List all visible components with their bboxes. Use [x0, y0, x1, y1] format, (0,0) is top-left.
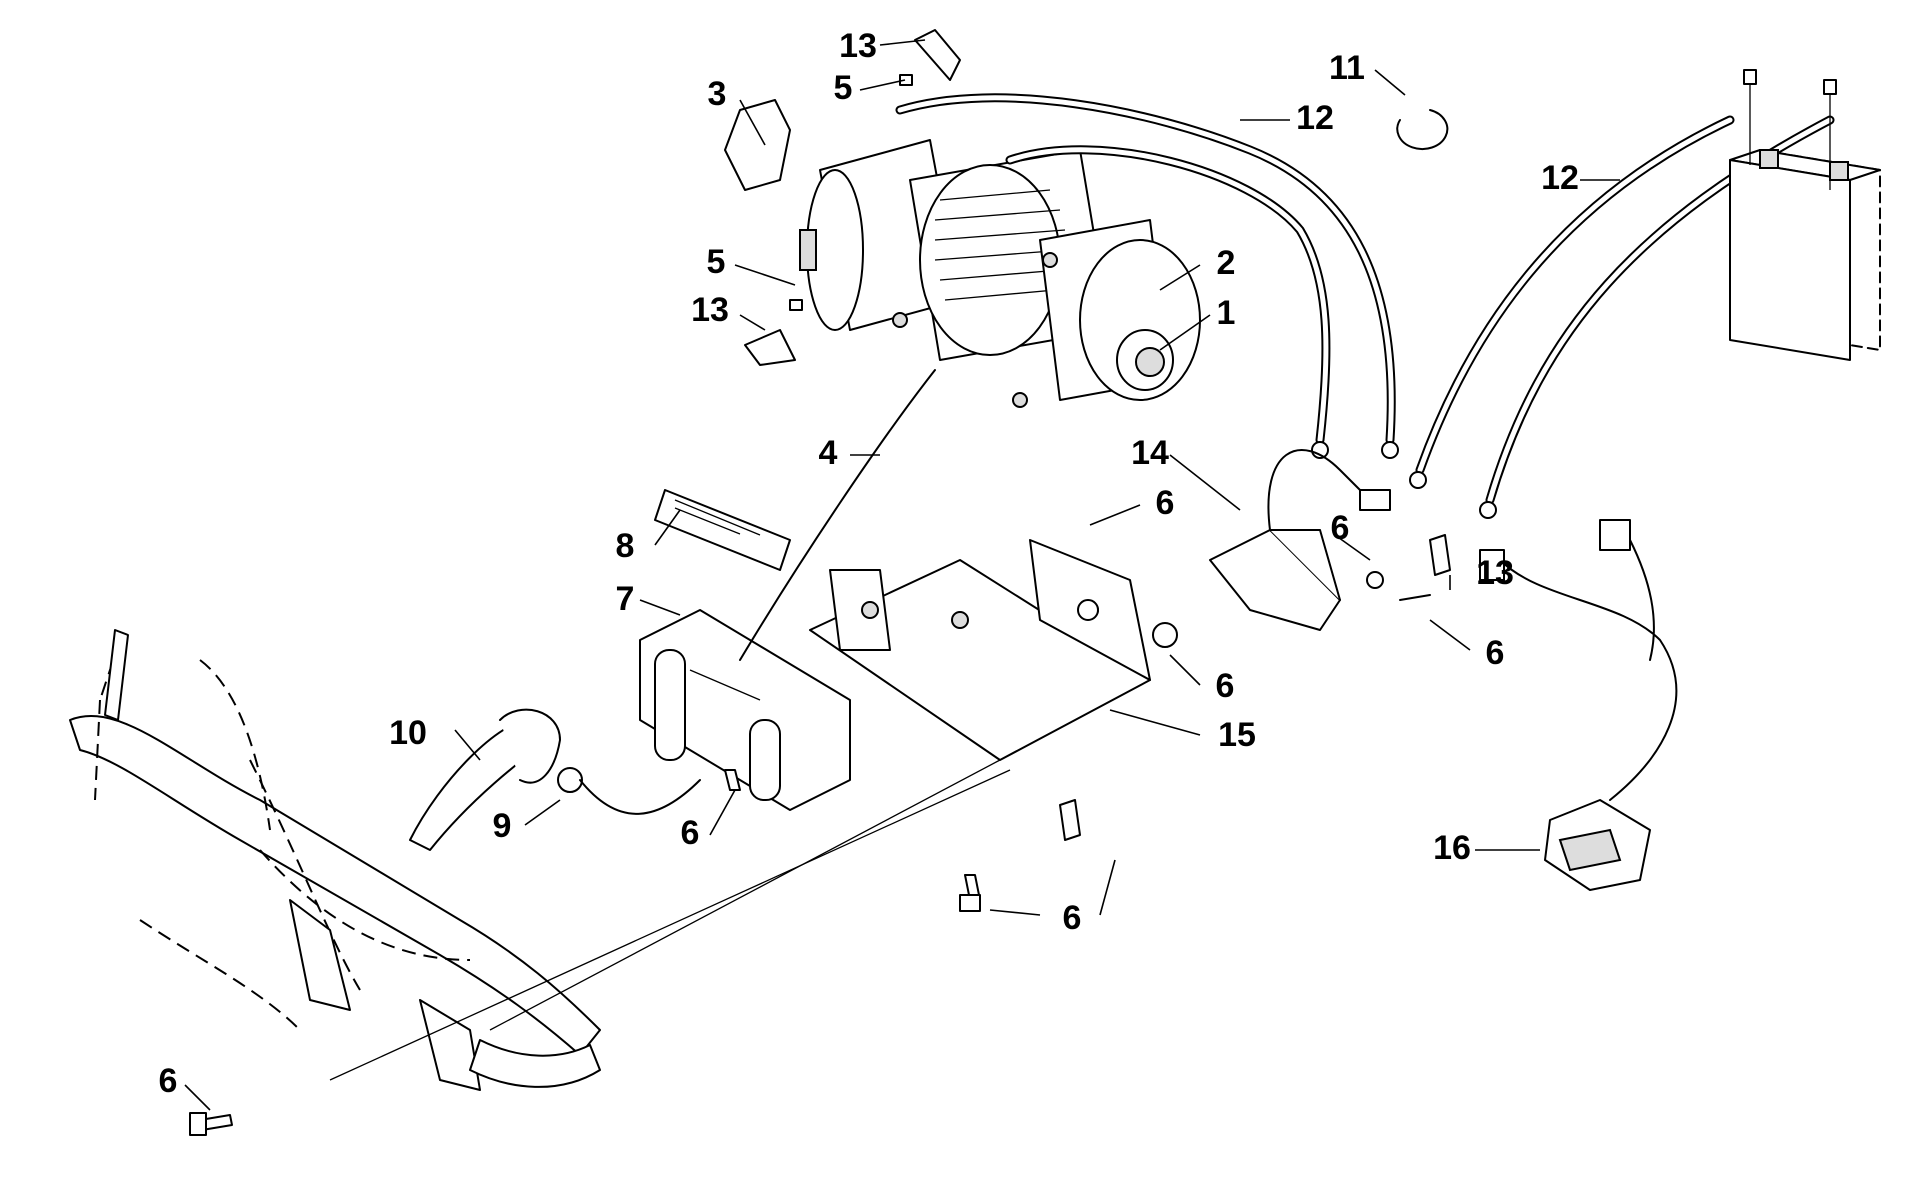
- callout-6-fairlead: 6: [681, 814, 700, 852]
- callout-12-upper: 12: [1296, 99, 1334, 137]
- winch-rope-icon: [739, 369, 936, 661]
- winch-hook-icon: [409, 708, 701, 851]
- winch-icon: [799, 139, 1201, 408]
- switch-harness-icon: [1499, 539, 1678, 801]
- battery-cable-icon: [895, 93, 1399, 459]
- callout-4: 4: [819, 434, 838, 472]
- callout-6-right-bolt: 6: [1486, 634, 1505, 672]
- bumper-frame-icon: [69, 629, 601, 1091]
- mount-plate-icon: [809, 539, 1151, 761]
- callout-14: 14: [1131, 434, 1169, 472]
- callout-13-right: 13: [1476, 554, 1514, 592]
- callout-7: 7: [616, 580, 635, 618]
- battery-icon: [1729, 69, 1881, 361]
- callout-16: 16: [1433, 829, 1471, 867]
- callout-6-bumper-bolt: 6: [159, 1062, 178, 1100]
- callout-labels: 13 5 3 5 13 2 1 4 8 7 10 9 6 11 12 12 14…: [159, 27, 1579, 1100]
- leader-lines: [184, 39, 1620, 1111]
- callout-6-plate-nut: 6: [1156, 484, 1175, 522]
- circlip-icon: [1396, 109, 1449, 150]
- callout-2: 2: [1217, 244, 1236, 282]
- warning-label-icon: [654, 489, 791, 571]
- handlebar-switch-icon: [1544, 799, 1651, 891]
- callout-5-mid: 5: [707, 243, 726, 281]
- callout-13-top: 13: [839, 27, 877, 65]
- callout-13-mid: 13: [691, 291, 729, 329]
- callout-3: 3: [708, 75, 727, 113]
- roller-fairlead-icon: [639, 609, 851, 811]
- callout-11: 11: [1329, 49, 1365, 87]
- callout-12-right: 12: [1541, 159, 1579, 197]
- callout-10: 10: [389, 714, 427, 752]
- callout-8: 8: [616, 527, 635, 565]
- callout-15: 15: [1218, 716, 1256, 754]
- motor-cap-icon: [724, 99, 791, 191]
- callout-6-plate-nut-lower: 6: [1216, 667, 1235, 705]
- terminal-cap-icon: [744, 29, 1451, 576]
- callout-1: 1: [1217, 294, 1236, 332]
- callout-5-top: 5: [834, 69, 853, 107]
- bolt-icon: [189, 571, 1431, 1136]
- callout-6-bottom-bolts: 6: [1063, 899, 1082, 937]
- contactor-icon: [1209, 449, 1391, 631]
- callout-6-contactor: 6: [1331, 509, 1350, 547]
- callout-9: 9: [493, 807, 512, 845]
